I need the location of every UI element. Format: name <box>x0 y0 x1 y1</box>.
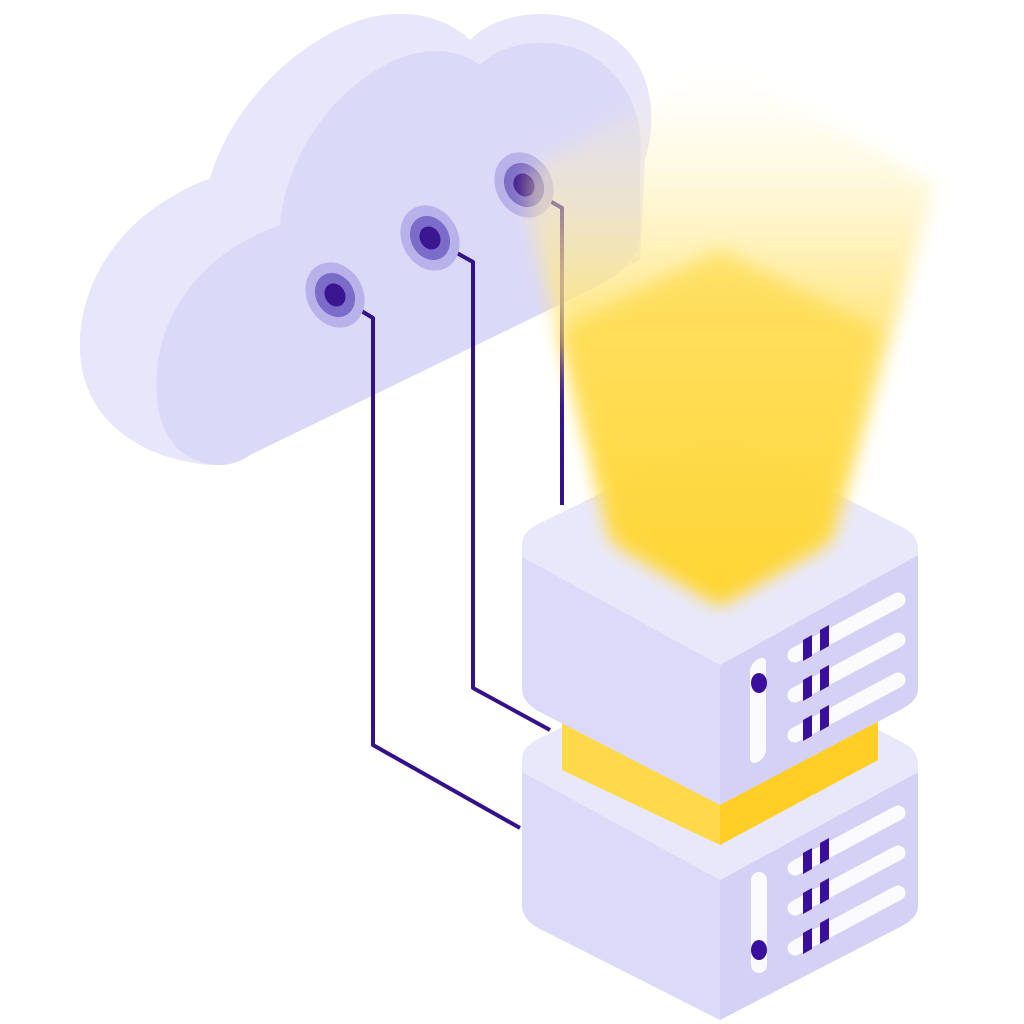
status-indicator <box>751 673 767 693</box>
cloud-icon <box>79 13 652 466</box>
server-top-panel <box>750 592 906 764</box>
cable-port-icon <box>400 205 460 271</box>
server-bottom-panel <box>751 805 906 973</box>
light-beam-icon <box>520 60 935 605</box>
server-bottom-left-face <box>522 760 720 1020</box>
status-light-slot <box>750 657 766 764</box>
status-indicator <box>751 940 767 960</box>
server-top-left-face <box>522 545 720 805</box>
cloud-front-layer <box>156 42 641 466</box>
indicator-bars <box>803 838 829 954</box>
cable-port-icon <box>305 262 365 328</box>
vent-lines <box>787 592 906 743</box>
beam-core <box>560 250 880 602</box>
indicator-bars <box>803 625 829 741</box>
vent-lines <box>787 805 906 956</box>
